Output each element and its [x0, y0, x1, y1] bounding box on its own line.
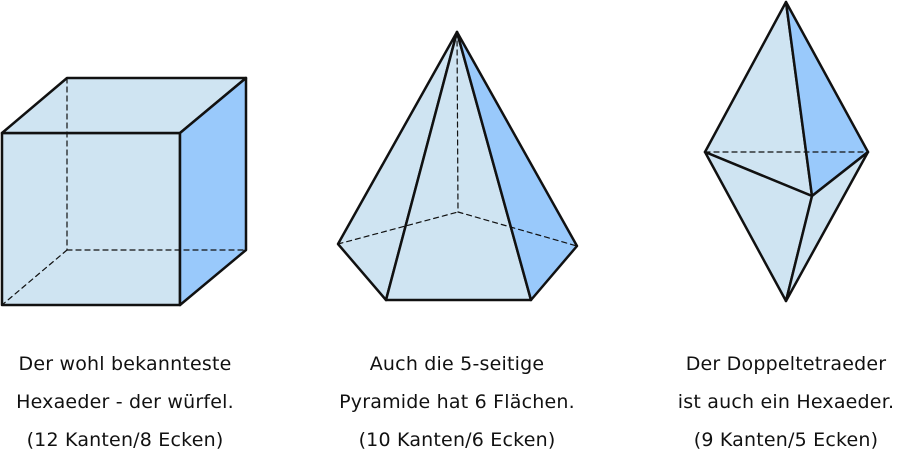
- pyramid-caption-line-3: (10 Kanten/6 Ecken): [358, 429, 556, 450]
- pyramid-right-face: [455, 30, 579, 302]
- cube-caption-line-3: (12 Kanten/8 Ecken): [26, 429, 224, 450]
- cube-caption-line-1: Der wohl bekannteste: [18, 353, 232, 375]
- cube-hidden-edges: [1, 77, 247, 306]
- cube-front-face: [0, 131, 182, 307]
- cube-right-face: [178, 76, 248, 307]
- cube-caption: Der wohl bekannteste Hexaeder - der würf…: [0, 345, 275, 450]
- bipyramid-lower-right-face: [784, 150, 870, 303]
- pyramid-hidden-edges: [337, 31, 578, 247]
- bipyramid-caption-line-3: (9 Kanten/5 Ecken): [693, 429, 879, 450]
- cube-figure: [0, 76, 248, 307]
- bipyramid-caption-line-1: Der Doppeltetraeder: [685, 353, 887, 375]
- pyramid-figure: [336, 30, 579, 302]
- cube-caption-line-2: Hexaeder - der würfel.: [16, 391, 234, 413]
- bipyramid-figure: [703, 0, 870, 303]
- bipyramid-caption-line-2: ist auch ein Hexaeder.: [677, 391, 895, 413]
- figures-canvas: [0, 0, 870, 307]
- bipyramid-caption: Der Doppeltetraeder ist auch ein Hexaede…: [636, 345, 907, 450]
- pyramid-caption: Auch die 5-seitige Pyramide hat 6 Fläche…: [307, 345, 607, 450]
- pyramid-caption-line-1: Auch die 5-seitige: [369, 353, 545, 375]
- pyramid-caption-line-2: Pyramide hat 6 Flächen.: [339, 391, 575, 413]
